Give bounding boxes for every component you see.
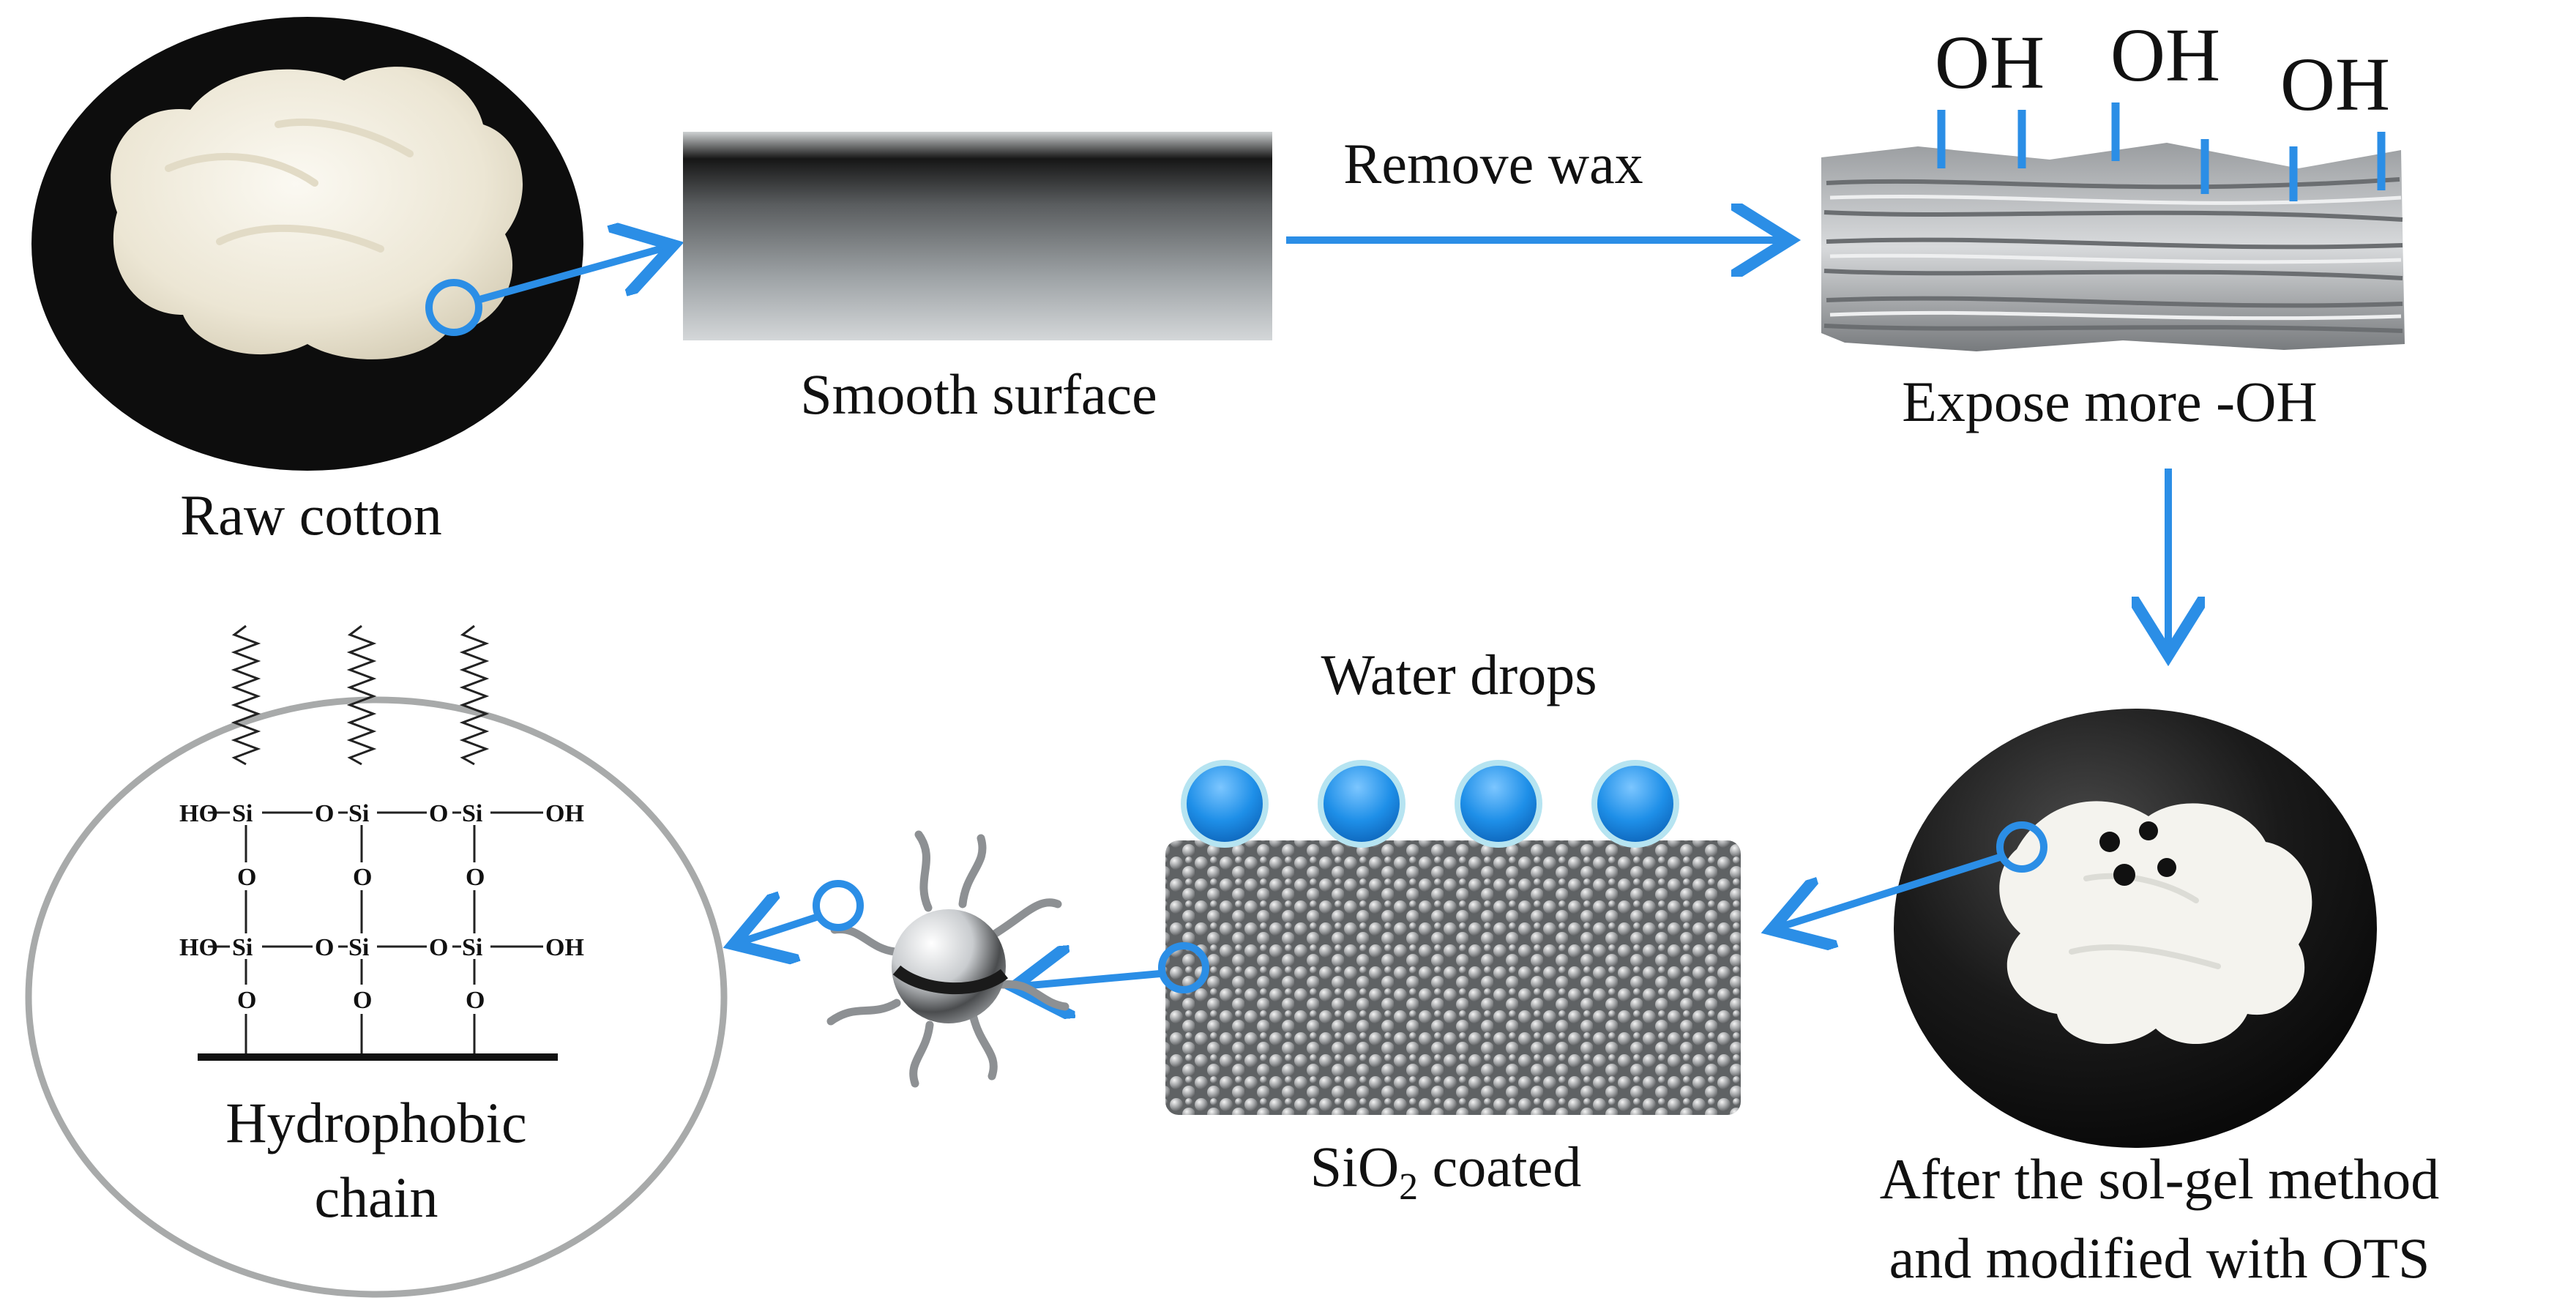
arrow-to-chain-detail (733, 917, 820, 944)
water-drop-2 (1318, 760, 1405, 848)
chem-o-7: O (429, 934, 448, 961)
sio2-coated-surface (1165, 840, 1741, 1115)
chem-si-5: Si (348, 934, 369, 961)
oh-label-1: OH (1935, 20, 2045, 105)
chem-o-3: O (237, 864, 256, 891)
chem-o-1: O (315, 800, 334, 827)
particle-band (892, 965, 1009, 995)
arrow-to-sio2-surface (1772, 853, 2004, 930)
water-drop-1 (1181, 760, 1269, 848)
sio2-rest: coated (1418, 1135, 1581, 1198)
magnify-ring (1996, 821, 2047, 873)
chain-detail-circle (25, 696, 728, 1298)
chem-o-6: O (315, 934, 334, 961)
functionalized-particle (826, 830, 1069, 1088)
label-after-line2: and modified with OTS (1889, 1226, 2430, 1290)
chem-si-6: Si (462, 934, 482, 961)
label-water-drops: Water drops (1321, 643, 1597, 706)
magnify-ring (425, 279, 482, 336)
label-smooth-surface: Smooth surface (800, 362, 1157, 426)
smooth-surface-fiber (683, 132, 1272, 340)
water-drops (1181, 760, 1679, 848)
sio2-subscript: 2 (1399, 1166, 1418, 1208)
label-remove-wax: Remove wax (1343, 132, 1643, 195)
magnify-ring (813, 880, 864, 931)
chem-o-5: O (466, 864, 485, 891)
label-chain: chain (315, 1165, 438, 1229)
arrow-to-smooth-surface (476, 245, 673, 304)
label-expose-oh: Expose more -OH (1902, 370, 2318, 433)
chem-o-9: O (353, 987, 372, 1014)
magnify-ring (1158, 942, 1209, 993)
sio2-si: SiO (1310, 1135, 1399, 1198)
treated-cotton-photo (1894, 709, 2377, 1148)
chem-ho-2: HO (179, 934, 218, 961)
water-drop-3 (1455, 760, 1542, 848)
chem-ho-1: HO (179, 800, 218, 827)
chem-oh-1: OH (545, 800, 584, 827)
water-drop-4 (1591, 760, 1679, 848)
chem-si-3: Si (462, 800, 482, 827)
label-hydrophobic: Hydrophobic (225, 1091, 527, 1154)
chem-si-4: Si (232, 934, 253, 961)
arrow-to-particle (1014, 974, 1161, 987)
chem-oh-2: OH (545, 934, 584, 961)
raw-cotton-photo (31, 17, 583, 471)
rough-fiber (1821, 143, 2405, 351)
label-raw-cotton: Raw cotton (180, 483, 441, 547)
chem-o-2: O (429, 800, 448, 827)
chem-o-8: O (237, 987, 256, 1014)
oh-label-2: OH (2110, 13, 2220, 97)
oh-label-3: OH (2280, 42, 2390, 127)
label-after-line1: After the sol-gel method (1880, 1147, 2440, 1211)
sio2-particle (892, 909, 1006, 1023)
siloxane-bonds (208, 811, 543, 1054)
chem-si-1: Si (232, 800, 253, 827)
chem-o-4: O (353, 864, 372, 891)
chem-o-10: O (466, 987, 485, 1014)
alkyl-chains (231, 624, 490, 766)
chem-si-2: Si (348, 800, 369, 827)
oh-bonds (1937, 102, 2386, 201)
label-sio2-coated: SiO2 coated (1310, 1135, 1581, 1208)
